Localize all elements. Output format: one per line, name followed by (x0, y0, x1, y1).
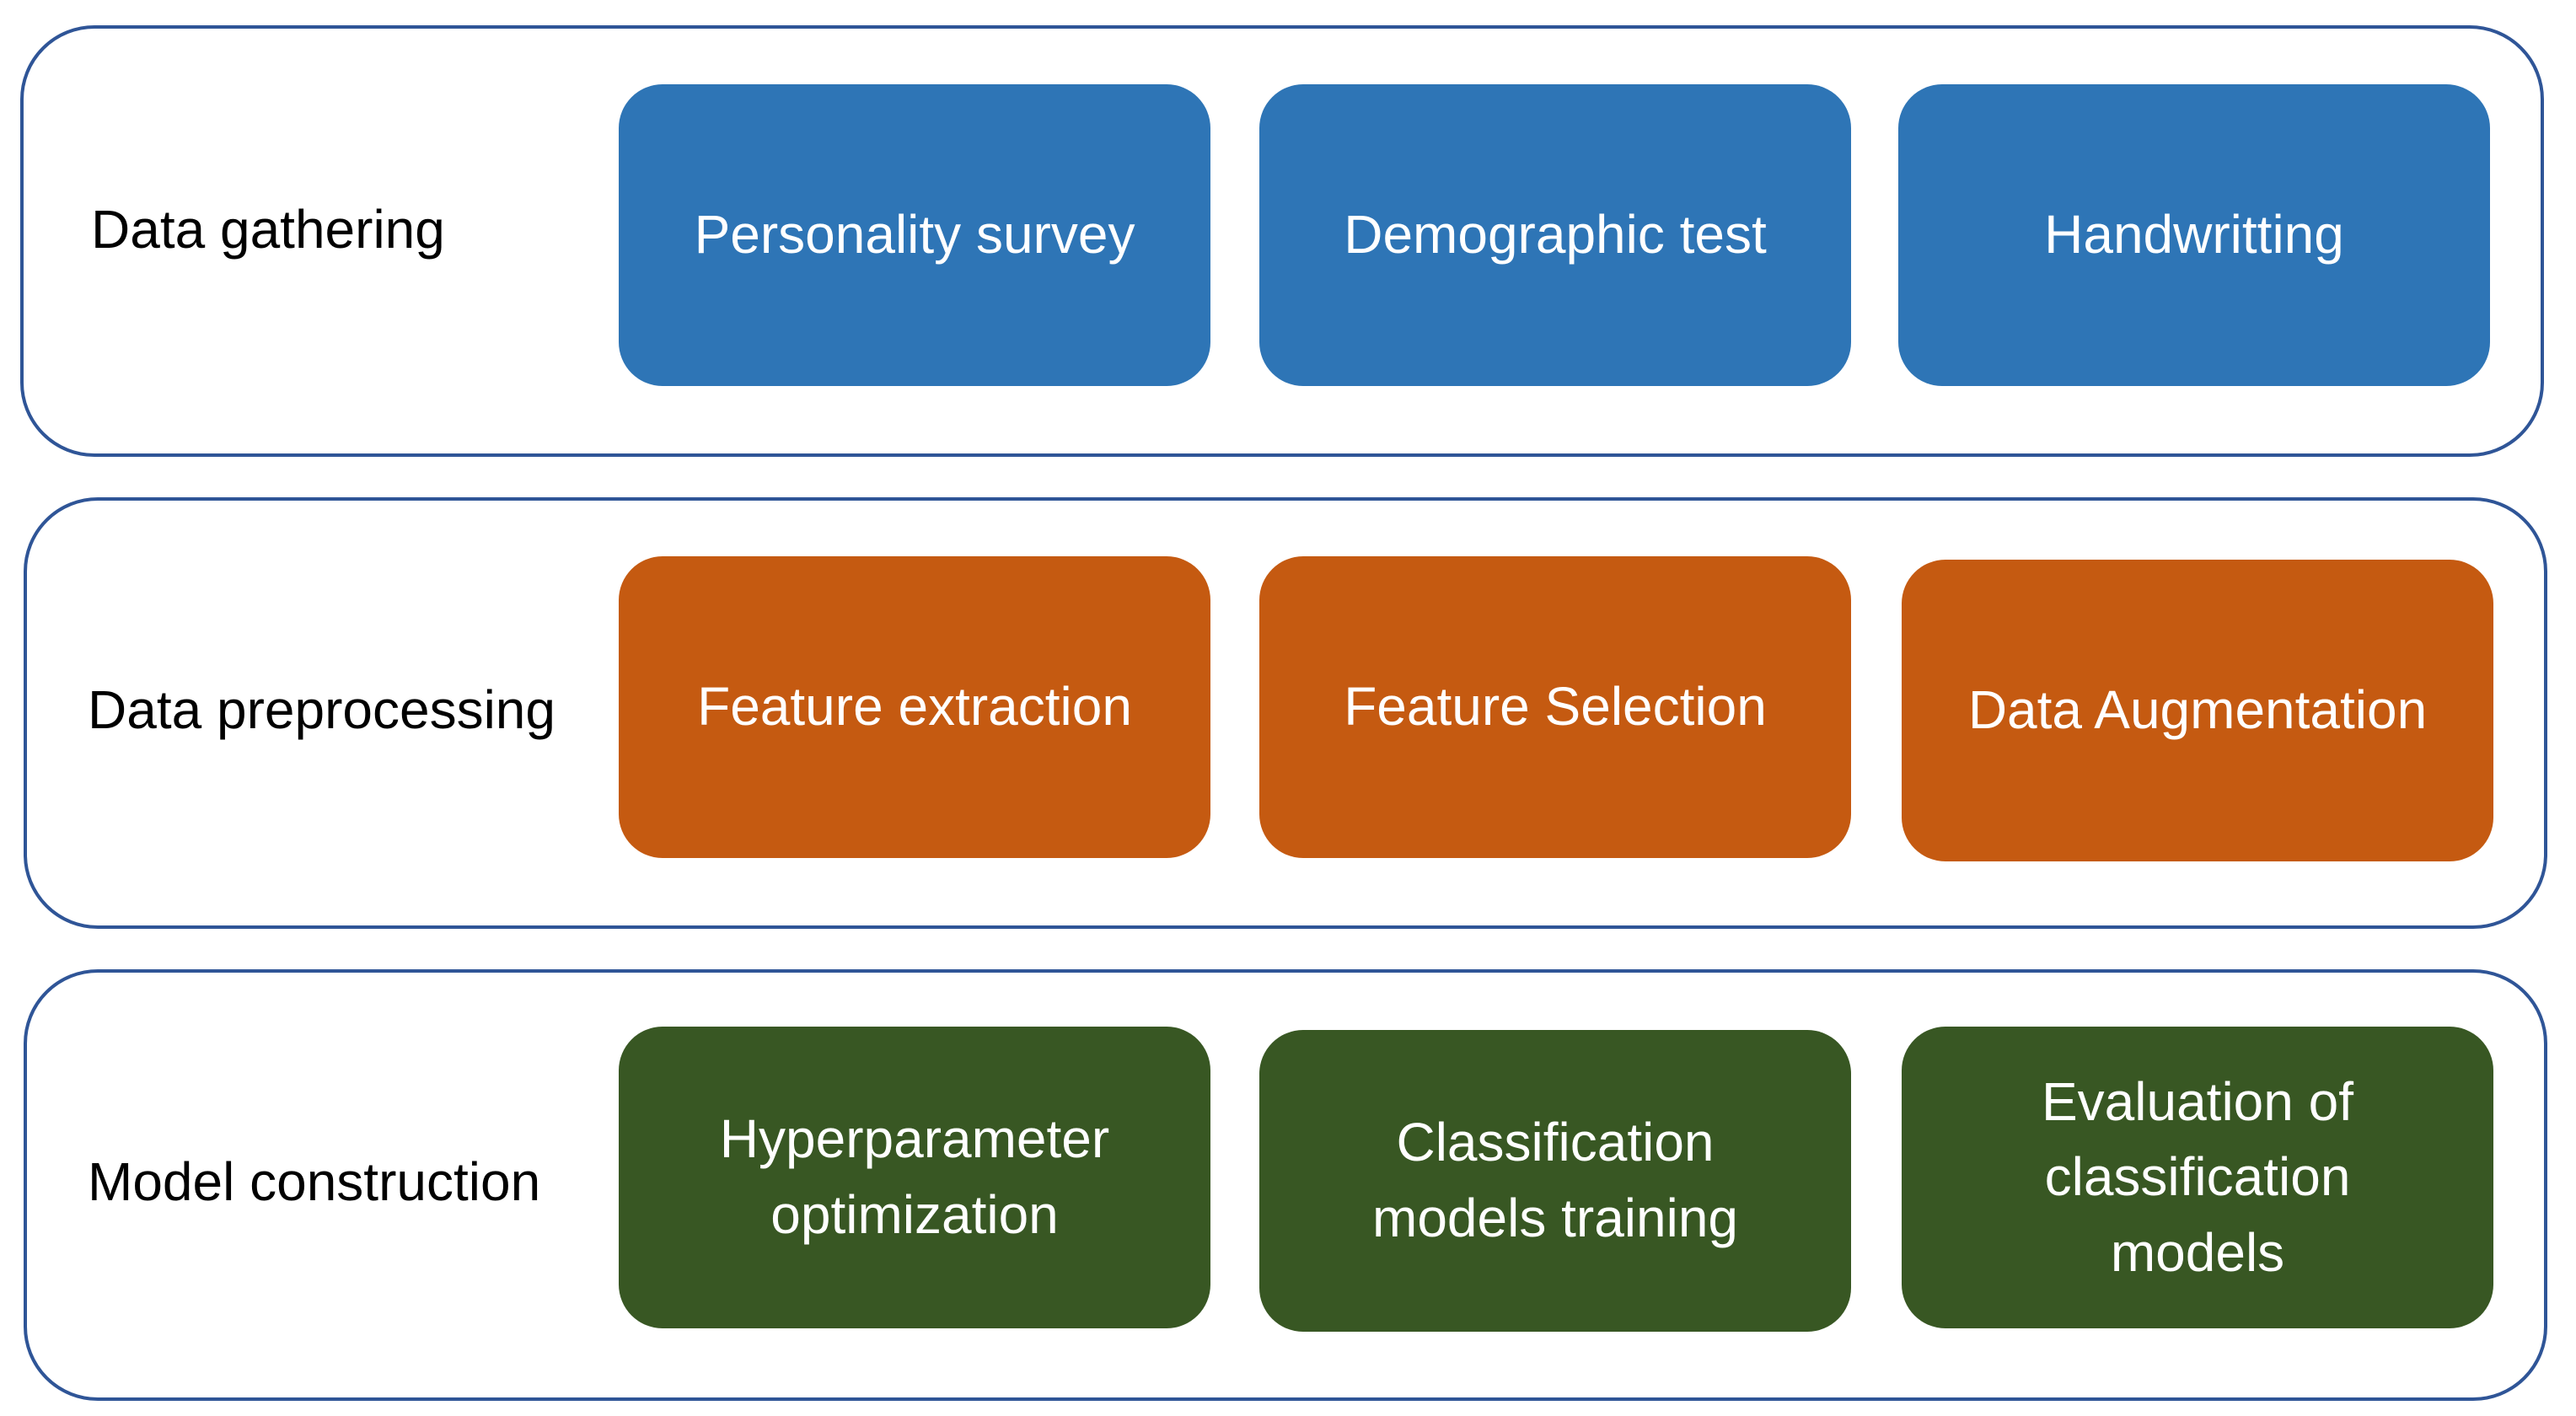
box-feature-selection: Feature Selection (1259, 556, 1851, 858)
box-label: Feature extraction (697, 676, 1132, 738)
stage-label-data-preprocessing: Data preprocessing (88, 679, 555, 740)
box-data-augmentation: Data Augmentation (1902, 560, 2493, 861)
box-classification-models-training: Classification models training (1259, 1030, 1851, 1332)
box-label: Demographic test (1344, 204, 1767, 266)
box-label: Personality survey (694, 204, 1135, 266)
box-label: Data Augmentation (1967, 679, 2428, 741)
box-handwritting: Handwritting (1898, 84, 2490, 386)
box-label: Hyperparameter optimization (719, 1108, 1110, 1245)
box-label: Feature Selection (1344, 676, 1767, 738)
box-evaluation-of-classification-models: Evaluation of classification models (1902, 1027, 2493, 1328)
stage-label-data-gathering: Data gathering (91, 199, 445, 260)
box-label: Classification models training (1372, 1112, 1738, 1248)
box-label: Handwritting (2044, 204, 2344, 266)
stage-label-model-construction: Model construction (88, 1151, 541, 1212)
box-demographic-test: Demographic test (1259, 84, 1851, 386)
box-label: Evaluation of classification models (2041, 1070, 2354, 1283)
box-hyperparameter-optimization: Hyperparameter optimization (619, 1027, 1210, 1328)
box-feature-extraction: Feature extraction (619, 556, 1210, 858)
box-personality-survey: Personality survey (619, 84, 1210, 386)
